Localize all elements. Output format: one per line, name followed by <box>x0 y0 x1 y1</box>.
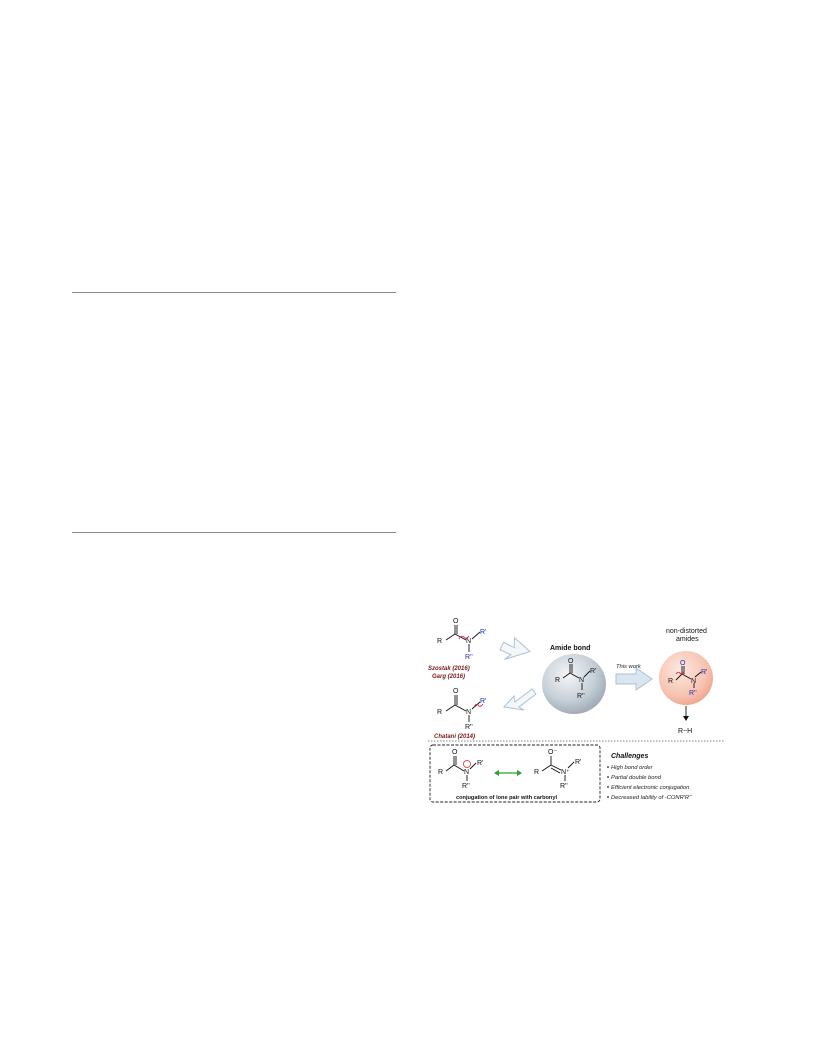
cleavage-mark-icon <box>473 703 484 708</box>
bullet-icon <box>607 776 609 778</box>
amide-sphere <box>542 654 606 714</box>
atom-O: O <box>452 749 458 756</box>
top-rule <box>72 292 396 293</box>
resonance-structure-zwitterion: R O⁻ N⁺ R' R'' <box>534 749 581 790</box>
atom-R: R <box>438 769 443 776</box>
atom-R: R <box>555 677 560 684</box>
structure-top-left-amide: R O N R' R'' Szostak (2016) Garg (2016) <box>428 618 486 680</box>
non-distorted-label: non-distorted <box>666 628 707 635</box>
structure-center-amide: R O N R' R'' <box>555 658 596 700</box>
atom-O-minus: O⁻ <box>548 749 557 756</box>
atom-R1: R' <box>480 629 486 636</box>
atom-R: R <box>534 769 539 776</box>
citation-chatani: Chatani (2014) <box>434 734 475 740</box>
atom-R1: R' <box>590 668 596 675</box>
atom-R1: R' <box>480 698 486 705</box>
atom-R2: R'' <box>577 693 585 700</box>
atom-R: R <box>437 709 442 716</box>
atom-R: R <box>668 678 673 685</box>
citation-garg: Garg (2016) <box>432 674 465 680</box>
challenge-item: Decreased lability of -CONR'R'' <box>611 795 692 801</box>
atom-N-plus: N⁺ <box>561 769 570 776</box>
challenge-item: Efficient electronic conjugation <box>611 785 689 791</box>
atom-R1: R' <box>701 669 707 676</box>
bullet-icon <box>607 796 609 798</box>
arrow-to-top-left-icon <box>499 636 532 660</box>
atom-N: N <box>579 677 584 684</box>
atom-R2: R'' <box>560 783 568 790</box>
atom-N: N <box>691 678 696 685</box>
atom-O: O <box>453 688 459 695</box>
atom-N: N <box>466 638 471 645</box>
atom-O: O <box>568 658 574 665</box>
challenge-item: High bond order <box>611 765 654 771</box>
challenges-title: Challenges <box>611 753 648 760</box>
structure-bottom-left-amide: R O N R' R'' Chatani (2014) <box>434 688 486 740</box>
cleavage-mark-icon <box>458 635 470 640</box>
arrow-to-bottom-left-icon <box>503 688 537 711</box>
challenge-item: Partial double bond <box>611 775 662 781</box>
amides-label: amides <box>676 636 699 643</box>
atom-O: O <box>453 618 459 625</box>
amide-bond-activation-figure: R O N R' R'' Szostak (2016) Garg (2016) … <box>428 618 724 803</box>
atom-O: O <box>680 660 686 667</box>
this-work-label: This work <box>616 664 642 670</box>
lone-pair-icon <box>463 760 471 768</box>
atom-R1: R' <box>477 760 483 767</box>
atom-R2: R'' <box>462 783 470 790</box>
atom-R: R <box>437 638 442 645</box>
atom-R2: R'' <box>689 690 697 697</box>
cleavage-mark-icon <box>675 671 685 675</box>
structure-right-amide: R O N R' R'' <box>668 660 707 697</box>
arrow-this-work-icon <box>615 667 653 691</box>
challenges-list: Challenges High bond order Partial doubl… <box>607 753 692 801</box>
atom-R2: R'' <box>465 724 473 731</box>
citation-szostak: Szostak (2016) <box>428 666 470 672</box>
atom-R2: R'' <box>465 654 473 661</box>
bottom-rule <box>72 532 396 533</box>
non-distorted-sphere <box>659 651 713 705</box>
bullet-icon <box>607 786 609 788</box>
atom-R1: R' <box>575 759 581 766</box>
bullet-icon <box>607 766 609 768</box>
atom-N: N <box>464 769 469 776</box>
amide-bond-title: Amide bond <box>550 645 590 652</box>
resonance-structure-neutral: R O N R' R'' <box>438 749 483 790</box>
atom-N: N <box>466 709 471 716</box>
resonance-caption: conjugation of lone pair with carbonyl <box>456 795 557 801</box>
product-RH: R−H <box>678 728 692 735</box>
resonance-arrow-icon <box>494 770 522 776</box>
